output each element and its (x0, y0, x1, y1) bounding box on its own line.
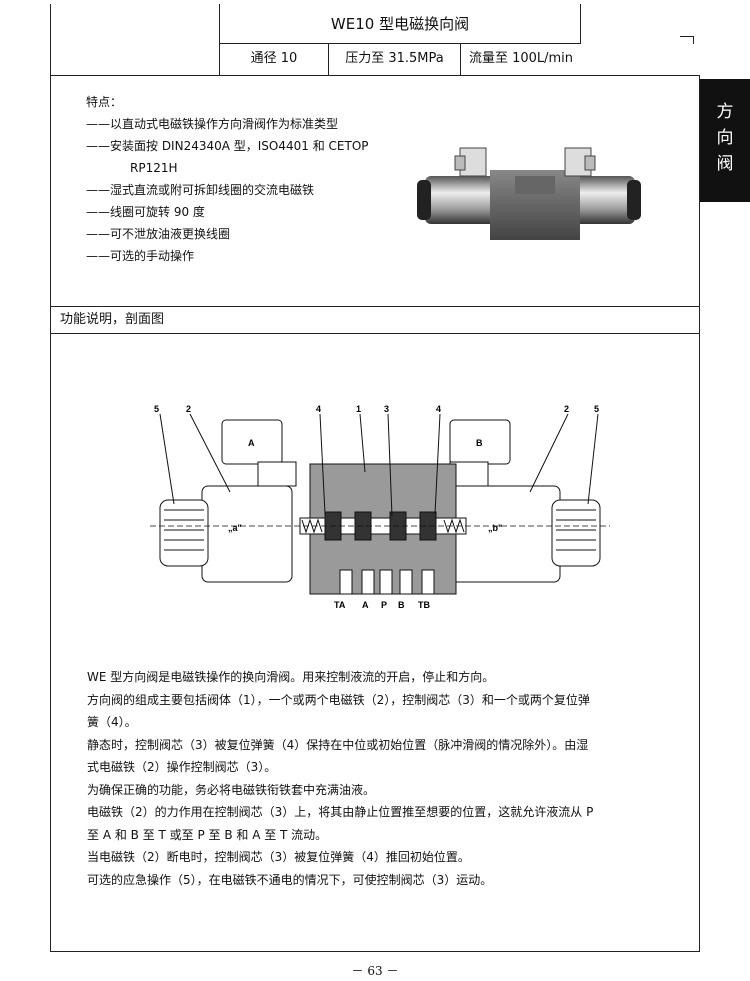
feature-item: ——湿式直流或附可拆卸线圈的交流电磁铁 (86, 183, 315, 197)
feature-item: ——可选的手动操作 (86, 249, 195, 263)
frame-left-line (50, 4, 51, 952)
solenoid-b-label: B (476, 438, 483, 448)
description-line: 为确保正确的功能，务必将电磁铁衔铁套中充满油液。 (87, 782, 376, 797)
description-line: 方向阀的组成主要包括阀体（1），一个或两个电磁铁（2），控制阀芯（3）和一个或两… (87, 692, 590, 707)
spec-pressure: 压力至 31.5MPa (329, 43, 461, 75)
corner-mark (680, 36, 694, 37)
description-line: 簧（4）。 (87, 715, 137, 729)
tab-char-3: 阀 (716, 154, 734, 174)
callout-1: 1 (356, 404, 361, 414)
description-line: 可选的应急操作（5），在电磁铁不通电的情况下，可使控制阀芯（3）运动。 (87, 872, 493, 887)
port-ta: TA (334, 600, 346, 610)
category-tab: 方 向 阀 (700, 79, 750, 202)
position-a-label: „a" (228, 523, 242, 533)
spec-size: 通径 10 (219, 43, 329, 75)
callout-3: 3 (384, 404, 389, 414)
spec-row: 通径 10 压力至 31.5MPa 流量至 100L/min (219, 43, 581, 75)
frame-bottom-line (50, 951, 700, 952)
description-line: 静态时，控制阀芯（3）被复位弹簧（4）保持在中位或初始位置（脉冲滑阀的情况除外）… (87, 737, 589, 752)
solenoid-a-label: A (248, 438, 255, 448)
port-tb: TB (418, 600, 430, 610)
description-line: 至 A 和 B 至 T 或至 P 至 B 和 A 至 T 流动。 (87, 827, 328, 842)
section-label: 功能说明，剖面图 (60, 312, 165, 327)
description-line: WE 型方向阀是电磁铁操作的换向滑阀。用来控制液流的开启，停止和方向。 (87, 670, 495, 684)
cross-section-diagram: 5 2 4 1 3 4 2 5 A B „a" „b" TA A P B TB (150, 404, 610, 610)
callout-4-left: 4 (316, 404, 321, 414)
section-top-line (50, 306, 700, 307)
page-title: WE10 型电磁换向阀 (219, 4, 581, 44)
page-number: － 63 － (351, 964, 399, 978)
description-line: 当电磁铁（2）断电时，控制阀芯（3）被复位弹簧（4）推回初始位置。 (87, 850, 470, 864)
feature-item: ——线圈可旋转 90 度 (86, 205, 205, 219)
description-line: 式电磁铁（2）操作控制阀芯（3）。 (87, 760, 277, 774)
callout-2-left: 2 (186, 404, 191, 414)
callout-4-right: 4 (436, 404, 441, 414)
callout-2-right: 2 (564, 404, 569, 414)
callout-5-right: 5 (594, 404, 599, 414)
valve-product-image (417, 147, 641, 240)
port-p: P (381, 600, 387, 610)
tab-char-1: 方 (716, 102, 734, 122)
port-a: A (362, 600, 369, 610)
frame-right-line (699, 75, 700, 952)
port-b: B (398, 600, 405, 610)
section-bottom-line (50, 333, 700, 334)
description-text: WE 型方向阀是电磁铁操作的换向滑阀。用来控制液流的开启，停止和方向。 方向阀的… (87, 666, 667, 891)
features-heading: 特点： (86, 95, 123, 109)
description-line: 电磁铁（2）的力作用在控制阀芯（3）上，将其由静止位置推至想要的位置，这就允许液… (87, 805, 594, 819)
tab-char-2: 向 (716, 128, 734, 148)
position-b-label: „b" (488, 523, 502, 533)
corner-mark-v (693, 36, 694, 44)
feature-item: ——安装面按 DIN24340A 型，ISO4401 和 CETOP (86, 139, 369, 153)
spec-flow: 流量至 100L/min (468, 51, 574, 66)
feature-item: RP121H (130, 161, 178, 175)
feature-item: ——以直动式电磁铁操作方向滑阀作为标准类型 (86, 117, 339, 131)
callout-5-left: 5 (154, 404, 159, 414)
header-bottom-line (50, 75, 700, 76)
feature-item: ——可不泄放油液更换线圈 (86, 227, 231, 241)
